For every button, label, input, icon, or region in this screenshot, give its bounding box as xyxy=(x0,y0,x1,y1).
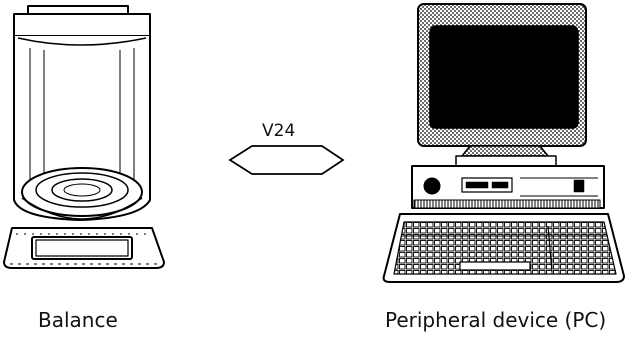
bidirectional-arrow-icon xyxy=(228,145,345,175)
interface-label: V24 xyxy=(262,121,296,141)
desktop-pc-icon xyxy=(382,3,625,283)
balance-label: Balance xyxy=(38,308,118,332)
peripheral-device-label: Peripheral device (PC) xyxy=(385,308,607,332)
balance-icon xyxy=(3,5,165,269)
